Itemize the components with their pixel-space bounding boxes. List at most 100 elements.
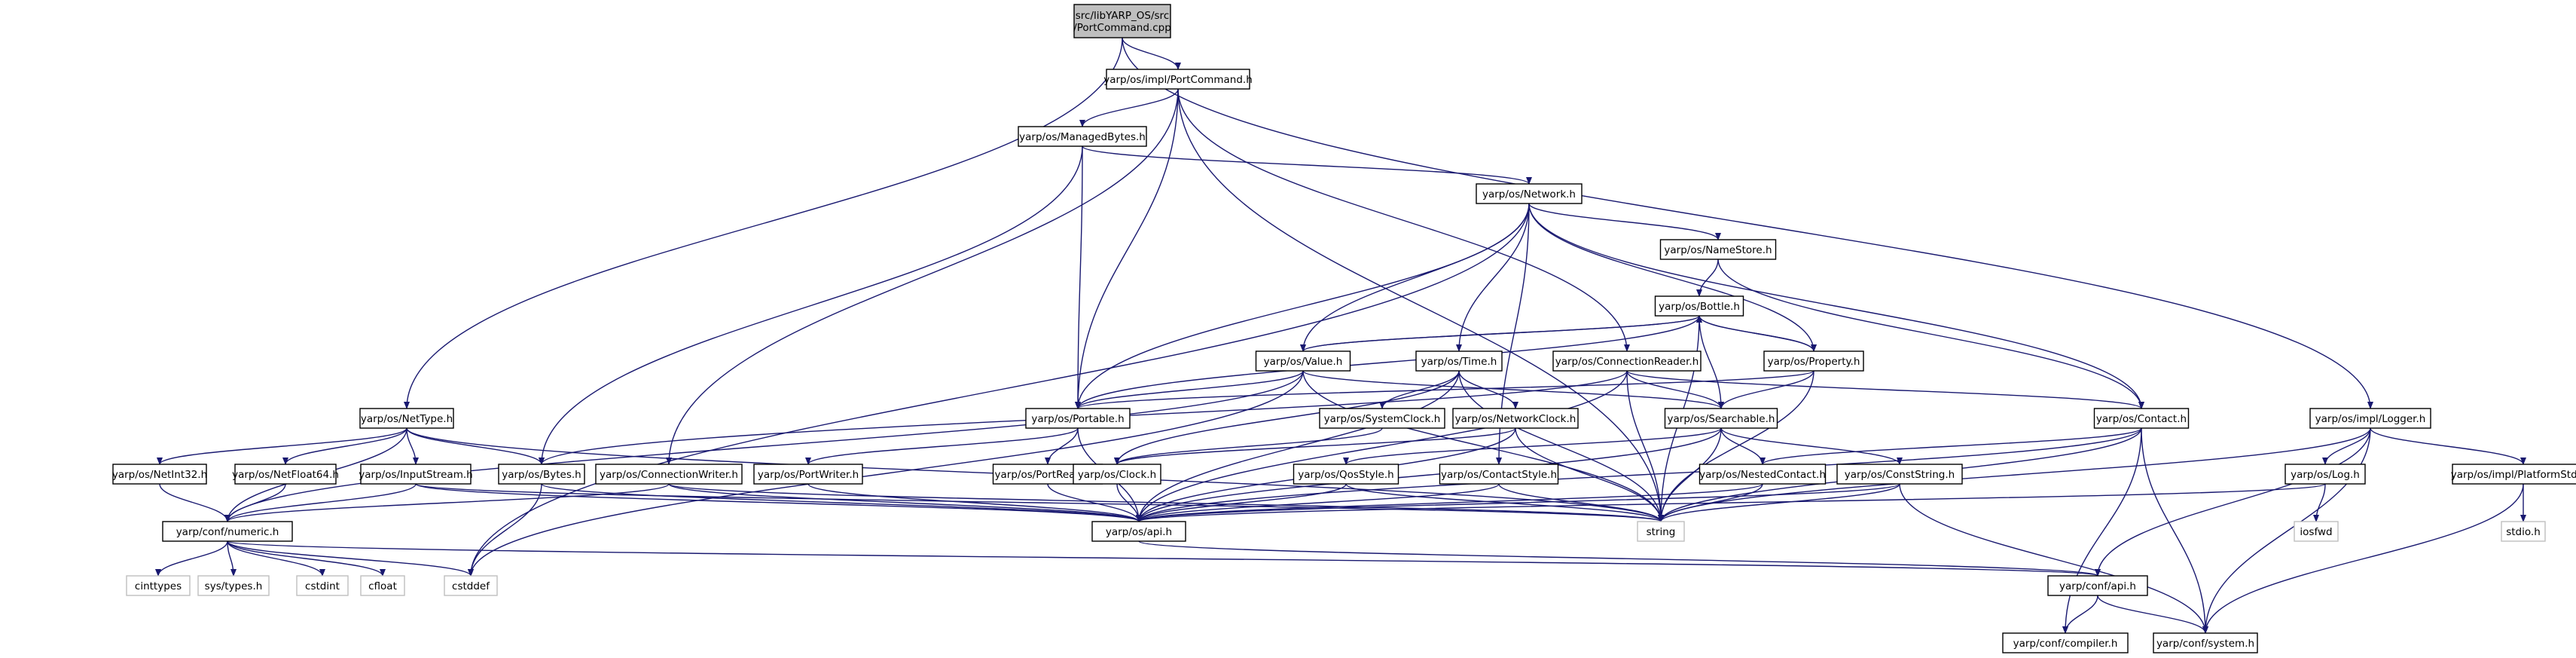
edge-network-to-property: [1528, 203, 1817, 352]
node-box: [1073, 464, 1161, 485]
node-yarp-os-time-h[interactable]: yarp/os/Time.h: [1415, 350, 1503, 372]
node-label: yarp/os/impl/Logger.h: [2315, 413, 2426, 425]
node-yarp-os-connectionreader-h[interactable]: yarp/os/ConnectionReader.h: [1552, 350, 1702, 372]
node-cstddef: cstddef: [444, 575, 498, 596]
edge-implPortCommand-to-portable: [1075, 88, 1179, 409]
node-label: yarp/os/impl/PortCommand.h: [1103, 74, 1253, 86]
node-box: [2294, 521, 2339, 542]
edge-property-to-bottle: [1696, 315, 1814, 352]
node-yarp-os-value-h[interactable]: yarp/os/Value.h: [1255, 350, 1351, 372]
node-yarp-os-systemclock-h[interactable]: yarp/os/SystemClock.h: [1319, 408, 1445, 429]
node-yarp-os-qosstyle-h[interactable]: yarp/os/QosStyle.h: [1293, 464, 1399, 485]
node-yarp-os-nestedcontact-h[interactable]: yarp/os/NestedContact.h: [1699, 464, 1827, 485]
edge-value-to-searchable: [1302, 370, 1724, 409]
node-box: [2501, 521, 2546, 542]
node-yarp-conf-system-h[interactable]: yarp/conf/system.h: [2153, 632, 2258, 653]
node-sys-types-h: sys/types.h: [197, 575, 270, 596]
node-box: [1255, 350, 1351, 372]
node-yarp-os-networkclock-h[interactable]: yarp/os/NetworkClock.h: [1452, 408, 1579, 429]
node-label: yarp/os/NetInt32.h: [112, 469, 207, 481]
node-box: [112, 464, 207, 485]
edge-searchable-to-qosStyle: [1343, 427, 1722, 465]
node-yarp-os-portable-h[interactable]: yarp/os/Portable.h: [1025, 408, 1131, 429]
edge-systemClock-to-clock: [1114, 427, 1383, 465]
node-yarp-os-searchable-h[interactable]: yarp/os/Searchable.h: [1664, 408, 1778, 429]
node-box: [359, 408, 454, 429]
node-box: [1654, 295, 1744, 317]
node-yarp-os-log-h[interactable]: yarp/os/Log.h: [2285, 464, 2366, 485]
edge-connectionWriter-to-string: [668, 483, 1664, 522]
node-yarp-os-conststring-h[interactable]: yarp/os/ConstString.h: [1836, 464, 1963, 485]
edge-searchable-to-constString: [1720, 427, 1903, 465]
edge-root-to-netType: [404, 37, 1123, 409]
node-yarp-os-bottle-h[interactable]: yarp/os/Bottle.h: [1654, 295, 1744, 317]
node-yarp-os-contactstyle-h[interactable]: yarp/os/ContactStyle.h: [1439, 464, 1559, 485]
edge-managedBytes-to-network: [1082, 145, 1532, 185]
node-yarp-os-clock-h[interactable]: yarp/os/Clock.h: [1073, 464, 1161, 485]
edge-logger-to-confApi: [2095, 427, 2371, 577]
node-box: [753, 464, 863, 485]
node-label: yarp/os/SystemClock.h: [1324, 413, 1441, 425]
node-box: [234, 464, 337, 485]
edge-netType-to-netFloat64: [282, 427, 407, 465]
edge-nestedContact-to-osApi: [1136, 483, 1763, 522]
edge-confNumeric-to-cfloat: [227, 540, 386, 577]
node-yarp-os-portwriter-h[interactable]: yarp/os/PortWriter.h: [753, 464, 863, 485]
node-label: yarp/os/NameStore.h: [1664, 244, 1772, 256]
node-box: [296, 575, 349, 596]
edge-property-to-portable: [1075, 370, 1814, 409]
node-yarp-os-netint32-h[interactable]: yarp/os/NetInt32.h: [112, 464, 207, 485]
edge-network-to-cstddef: [468, 203, 1530, 577]
node-label: /PortCommand.cpp: [1073, 22, 1171, 34]
node-yarp-os-bytes-h[interactable]: yarp/os/Bytes.h: [498, 464, 585, 485]
node-box: [2285, 464, 2366, 485]
edge-implPortCommand-to-managedBytes: [1079, 88, 1179, 127]
node-box: [1664, 408, 1778, 429]
node-yarp-conf-compiler-h[interactable]: yarp/conf/compiler.h: [2002, 632, 2129, 653]
node-yarp-os-nettype-h[interactable]: yarp/os/NetType.h: [359, 408, 454, 429]
edge-connectionReader-to-contact: [1626, 370, 2144, 409]
edge-managedBytes-to-bytes: [539, 145, 1083, 465]
node-yarp-os-namestore-h[interactable]: yarp/os/NameStore.h: [1659, 239, 1777, 260]
edge-qosStyle-to-osApi: [1136, 483, 1347, 522]
node-yarp-os-contact-h[interactable]: yarp/os/Contact.h: [2093, 408, 2190, 429]
edge-contact-to-confCompiler: [2062, 427, 2142, 634]
edge-logger-to-platformStdio: [2370, 427, 2526, 465]
edge-contactStyle-to-string: [1498, 483, 1664, 522]
edge-network-to-portable: [1075, 203, 1530, 409]
node-box: [498, 464, 585, 485]
edge-log-to-iosfwd: [2313, 483, 2326, 522]
node-box: [1025, 408, 1131, 429]
edge-nameStore-to-contact: [1717, 259, 2144, 409]
edge-confApi-to-confCompiler: [2062, 595, 2098, 634]
node-yarp-os-impl-platformstdio-h[interactable]: yarp/os/impl/PlatformStdio.h: [2451, 464, 2576, 485]
node-label: yarp/conf/numeric.h: [176, 526, 279, 538]
node-yarp-conf-api-h[interactable]: yarp/conf/api.h: [2047, 575, 2148, 596]
node-yarp-os-impl-portcommand-h[interactable]: yarp/os/impl/PortCommand.h: [1103, 69, 1253, 90]
node-yarp-os-connectionwriter-h[interactable]: yarp/os/ConnectionWriter.h: [595, 464, 743, 485]
node-yarp-os-impl-logger-h[interactable]: yarp/os/impl/Logger.h: [2309, 408, 2431, 429]
node-label: yarp/os/ConnectionWriter.h: [600, 469, 738, 481]
edge-log-to-osApi: [1136, 483, 2326, 522]
edge-platformStdio-to-confSystem: [2202, 483, 2524, 634]
node-src-libyarp-os-src-portcommand-cpp[interactable]: src/libYARP_OS/src/PortCommand.cpp: [1073, 4, 1171, 38]
node-yarp-os-netfloat64-h[interactable]: yarp/os/NetFloat64.h: [232, 464, 339, 485]
node-box: [1073, 4, 1171, 38]
node-yarp-os-network-h[interactable]: yarp/os/Network.h: [1476, 183, 1583, 204]
node-yarp-os-api-h[interactable]: yarp/os/api.h: [1091, 521, 1186, 542]
node-yarp-os-managedbytes-h[interactable]: yarp/os/ManagedBytes.h: [1018, 126, 1147, 147]
edge-portable-to-portWriter: [805, 427, 1079, 465]
node-box: [1439, 464, 1559, 485]
node-yarp-os-property-h[interactable]: yarp/os/Property.h: [1763, 350, 1864, 372]
edge-bottle-to-searchable: [1699, 315, 1724, 409]
edge-value-to-cstddef: [468, 370, 1304, 577]
node-label: yarp/os/Bytes.h: [502, 469, 581, 481]
edge-networkClock-to-clock: [1114, 427, 1516, 465]
edge-logger-to-log: [2322, 427, 2371, 465]
node-string: string: [1637, 521, 1685, 542]
node-yarp-conf-numeric-h[interactable]: yarp/conf/numeric.h: [162, 521, 293, 542]
node-box: [1552, 350, 1702, 372]
node-yarp-os-inputstream-h[interactable]: yarp/os/InputStream.h: [359, 464, 473, 485]
edge-root-to-implPortCommand: [1122, 37, 1181, 70]
edge-confApi-to-confSystem: [2097, 595, 2208, 634]
